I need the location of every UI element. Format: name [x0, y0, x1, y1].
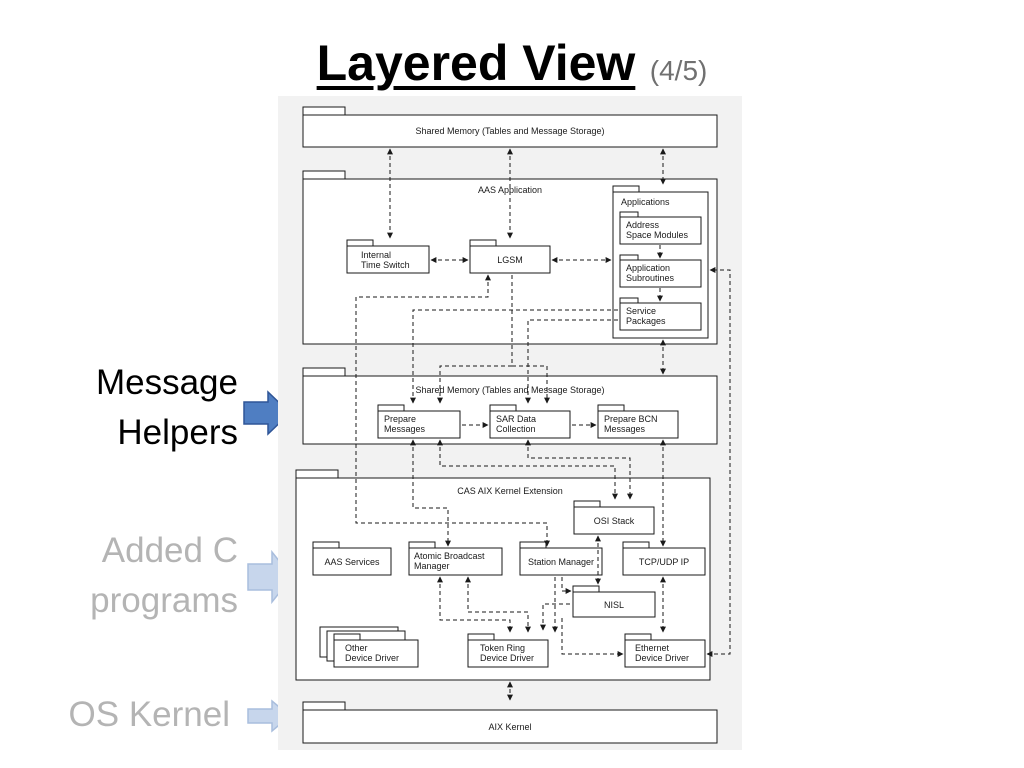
token-ring-label-2: Device Driver: [480, 653, 534, 663]
tab: [302, 106, 346, 116]
aas-services-box: [312, 547, 392, 576]
address-space-label-1: Address: [626, 220, 660, 230]
ethernet-label-1: Ethernet: [635, 643, 670, 653]
osi-stack-box: [573, 506, 655, 535]
aas-application-label: AAS Application: [478, 185, 542, 195]
internal-time-switch-label-1: Internal: [361, 250, 391, 260]
token-ring-device-driver-box: [467, 639, 549, 668]
tcp-udp-ip-box: [622, 547, 706, 576]
slide-title: Layered View: [316, 35, 636, 91]
slide-title-row: Layered View (4/5): [0, 34, 1024, 92]
nisl-label: NISL: [604, 600, 624, 610]
nisl-box: [572, 591, 656, 618]
aix-kernel-label: AIX Kernel: [488, 722, 531, 732]
other-device-label-2: Device Driver: [345, 653, 399, 663]
aix-kernel-box: [302, 709, 718, 744]
other-device-driver-box: [333, 639, 419, 668]
prepare-bcn-label-2: Messages: [604, 424, 646, 434]
station-manager-label: Station Manager: [528, 557, 594, 567]
atomic-broadcast-label-1: Atomic Broadcast: [414, 551, 485, 561]
tcp-udp-label: TCP/UDP IP: [639, 557, 689, 567]
ethernet-device-driver-box: [624, 639, 706, 668]
middle-shared-memory-label: Shared Memory (Tables and Message Storag…: [415, 385, 604, 395]
internal-time-switch-label-2: Time Switch: [361, 260, 410, 270]
station-manager-box: [519, 547, 603, 576]
label-message-helpers: Message Helpers: [60, 358, 238, 458]
prepare-bcn-label-1: Prepare BCN: [604, 414, 658, 424]
internal-time-switch-box: [346, 245, 430, 274]
service-packages-label-1: Service: [626, 306, 656, 316]
label-message-helpers-line2: Helpers: [117, 413, 238, 452]
prepare-bcn-messages-box: [597, 410, 679, 439]
other-device-label-1: Other: [345, 643, 368, 653]
application-subroutines-label-1: Application: [626, 263, 670, 273]
application-subroutines-label-2: Subroutines: [626, 273, 675, 283]
osi-stack-label: OSI Stack: [594, 516, 635, 526]
label-added-c-line2: programs: [90, 581, 238, 620]
application-subroutines-box: [619, 259, 702, 288]
label-added-c-line1: Added C: [101, 531, 238, 570]
ethernet-label-2: Device Driver: [635, 653, 689, 663]
applications-label: Applications: [621, 197, 670, 207]
label-os-kernel: OS Kernel: [68, 695, 230, 734]
sar-data-label-1: SAR Data: [496, 414, 536, 424]
address-space-modules-box: [619, 216, 702, 245]
prepare-messages-label-1: Prepare: [384, 414, 416, 424]
lgsm-label: LGSM: [497, 255, 523, 265]
prepare-messages-label-2: Messages: [384, 424, 426, 434]
service-packages-box: [619, 302, 702, 331]
prepare-messages-box: [377, 410, 461, 439]
top-shared-memory-box: [302, 114, 718, 148]
atomic-broadcast-manager-box: [408, 547, 503, 576]
address-space-label-2: Space Modules: [626, 230, 689, 240]
slide-subtitle: (4/5): [649, 55, 708, 86]
label-message-helpers-line1: Message: [95, 363, 238, 402]
service-packages-label-2: Packages: [626, 316, 666, 326]
token-ring-label-1: Token Ring: [480, 643, 525, 653]
cas-aix-label: CAS AIX Kernel Extension: [457, 486, 563, 496]
aas-services-label: AAS Services: [324, 557, 380, 567]
lgsm-box: [469, 245, 551, 274]
atomic-broadcast-label-2: Manager: [414, 561, 450, 571]
label-added-c-programs: Added C programs: [40, 526, 238, 626]
sar-data-label-2: Collection: [496, 424, 536, 434]
connectors: [355, 148, 731, 701]
top-shared-memory-label: Shared Memory (Tables and Message Storag…: [415, 126, 604, 136]
